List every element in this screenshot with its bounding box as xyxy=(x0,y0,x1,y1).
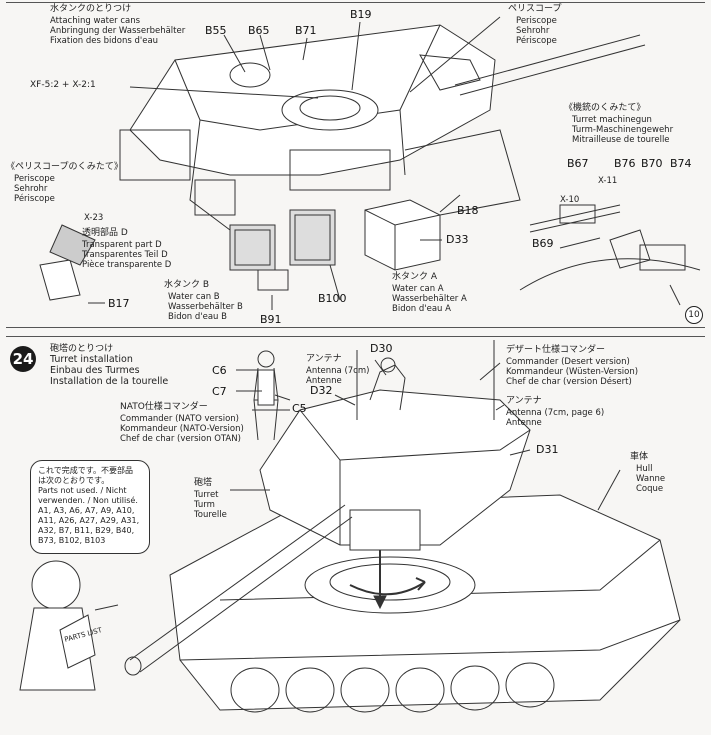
periscope-left-de: Sehrohr xyxy=(14,184,48,194)
part-b69: B69 xyxy=(532,237,554,250)
turret-mg-jp: 《機銃のくみたて》 xyxy=(564,103,646,113)
turret-en: Turret xyxy=(194,490,219,500)
step24-title-de: Einbau des Turmes xyxy=(50,365,140,376)
step24-title-fr: Installation de la tourelle xyxy=(50,376,169,387)
turret-jp: 砲塔 xyxy=(194,478,213,488)
step24-border-top xyxy=(6,336,705,337)
water-can-b-jp: 水タンク B xyxy=(164,280,210,290)
bubble-line: これで完成です。不要部品 xyxy=(38,466,133,475)
part-b17: B17 xyxy=(108,297,130,310)
part-b91: B91 xyxy=(260,313,282,326)
hull-en: Hull xyxy=(636,464,653,474)
hull-jp: 車体 xyxy=(630,452,649,462)
periscope-top-jp: ペリスコープ xyxy=(508,4,562,14)
water-cans-title-fr: Fixation des bidons d'eau xyxy=(50,36,159,46)
unused-parts-bubble xyxy=(30,460,150,554)
periscope-left-en: Periscope xyxy=(14,174,55,184)
step-divider xyxy=(6,327,705,328)
periscope-left-fr: Périscope xyxy=(14,194,55,204)
part-b18: B18 xyxy=(457,204,479,217)
water-cans-title-en: Attaching water cans xyxy=(50,16,141,26)
bubble-line: verwenden. / Non utilisé. xyxy=(38,496,138,505)
desert-commander-fr: Chef de char (version Désert) xyxy=(506,377,632,387)
part-b70: B70 xyxy=(641,157,663,170)
part-b65: B65 xyxy=(248,24,270,37)
water-can-b-en: Water can B xyxy=(168,292,220,302)
water-cans-title-de: Anbringung der Wasserbehälter xyxy=(50,26,186,36)
transparent-fr: Pièce transparente D xyxy=(82,260,172,270)
desert-commander-de: Kommandeur (Wüsten-Version) xyxy=(506,367,639,377)
part-c5: C5 xyxy=(292,402,307,415)
periscope-left-jp: 《ペリスコープのくみたて》 xyxy=(6,162,123,172)
step-number-badge: 24 xyxy=(10,346,36,372)
bubble-line: A1, A3, A6, A7, A9, A10, xyxy=(38,506,135,515)
paint-mix-note: XF-5:2 + X-2:1 xyxy=(30,80,96,90)
step-reference-badge: 10 xyxy=(685,306,703,324)
water-can-b-fr: Bidon d'eau B xyxy=(168,312,227,322)
water-can-a-de: Wasserbehälter A xyxy=(392,294,467,304)
part-b67: B67 xyxy=(567,157,589,170)
antenna7-de: Antenne xyxy=(306,376,342,386)
part-d30: D30 xyxy=(370,342,393,355)
part-c6: C6 xyxy=(212,364,227,377)
turret-mg-fr: Mitrailleuse de tourelle xyxy=(572,135,670,145)
bubble-line: B73, B102, B103 xyxy=(38,536,106,545)
nato-commander-en: Commander (NATO version) xyxy=(120,414,239,424)
hull-de: Wanne xyxy=(636,474,666,484)
part-d33: D33 xyxy=(446,233,469,246)
nato-commander-fr: Chef de char (version OTAN) xyxy=(120,434,241,444)
part-b19: B19 xyxy=(350,8,372,21)
turret-mg-de: Turm-Maschinengewehr xyxy=(572,125,674,135)
water-cans-title-jp: 水タンクのとりつけ xyxy=(50,4,132,14)
bubble-line: A32, B7, B11, B29, B40, xyxy=(38,526,135,535)
water-can-a-jp: 水タンク A xyxy=(392,272,438,282)
desert-commander-jp: デザート仕様コマンダー xyxy=(506,345,606,355)
water-can-a-en: Water can A xyxy=(392,284,444,294)
step24-title-jp: 砲塔のとりつけ xyxy=(50,344,114,354)
part-b100: B100 xyxy=(318,292,347,305)
part-b55: B55 xyxy=(205,24,227,37)
part-d32: D32 xyxy=(310,384,333,397)
part-b71: B71 xyxy=(295,24,317,37)
desert-commander-en: Commander (Desert version) xyxy=(506,357,630,367)
unused-parts-list: これで完成です。不要部品 は次のとおりです。 Parts not used. /… xyxy=(38,466,139,546)
bubble-line: A11, A26, A27, A29, A31, xyxy=(38,516,140,525)
periscope-top-en: Periscope xyxy=(516,16,557,26)
part-c7: C7 xyxy=(212,385,227,398)
turret-fr: Tourelle xyxy=(194,510,227,520)
bubble-line: Parts not used. / Nicht xyxy=(38,486,127,495)
periscope-top-de: Sehrohr xyxy=(516,26,550,36)
part-b76: B76 xyxy=(614,157,636,170)
part-d31: D31 xyxy=(536,443,559,456)
turret-de: Turm xyxy=(194,500,215,510)
nato-commander-jp: NATO仕様コマンダー xyxy=(120,402,208,412)
step24-title-en: Turret installation xyxy=(50,354,133,365)
transparent-de: Transparentes Teil D xyxy=(82,250,168,260)
nato-commander-de: Kommandeur (NATO-Version) xyxy=(120,424,244,434)
antenna-page6-en: Antenna (7cm, page 6) xyxy=(506,408,605,418)
paint-x11: X-11 xyxy=(598,176,618,186)
panel-border-top xyxy=(6,2,705,3)
antenna7-jp: アンテナ xyxy=(306,354,342,364)
paint-x10: X-10 xyxy=(560,195,580,205)
transparent-jp: 透明部品 D xyxy=(82,228,128,238)
bubble-line: は次のとおりです。 xyxy=(38,476,110,485)
antenna-page6-jp: アンテナ xyxy=(506,396,542,406)
periscope-top-fr: Périscope xyxy=(516,36,557,46)
transparent-en: Transparent part D xyxy=(82,240,162,250)
turret-mg-en: Turret machinegun xyxy=(572,115,652,125)
part-b74: B74 xyxy=(670,157,692,170)
hull-fr: Coque xyxy=(636,484,664,494)
water-can-b-de: Wasserbehälter B xyxy=(168,302,243,312)
paint-x23: X-23 xyxy=(84,213,104,223)
water-can-a-fr: Bidon d'eau A xyxy=(392,304,451,314)
antenna-page6-de: Antenne xyxy=(506,418,542,428)
antenna7-en: Antenna (7cm) xyxy=(306,366,370,376)
